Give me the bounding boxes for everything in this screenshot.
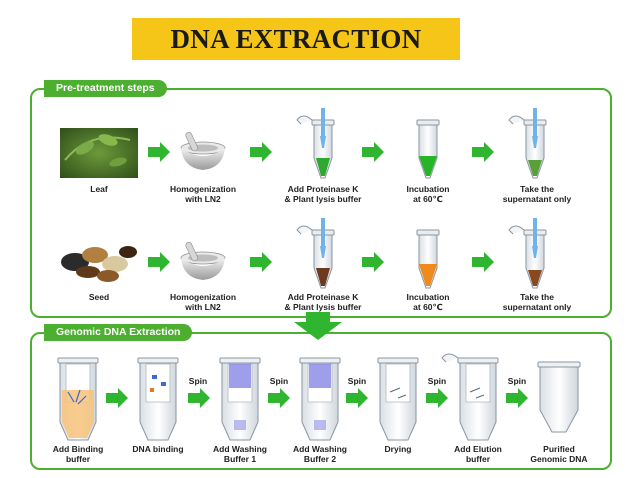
step-label: Take the supernatant only	[502, 184, 572, 204]
leaf-image	[60, 128, 138, 178]
step-label: Drying	[384, 444, 412, 454]
mortar-icon	[180, 240, 226, 281]
tube-incubation-seed-icon	[416, 229, 440, 289]
spin-label: Spin	[188, 376, 208, 386]
step-label: Add Elution buffer	[454, 444, 502, 464]
down-arrow-icon	[294, 312, 342, 340]
tube-purified-dna-icon	[537, 361, 581, 433]
arrow-icon	[362, 252, 384, 272]
tube-supernatant-seed-icon	[508, 218, 547, 289]
step-label: Add Washing Buffer 2	[293, 444, 347, 464]
arrow-icon	[362, 142, 384, 162]
step-label: Add Proteinase K & Plant lysis buffer	[284, 292, 362, 312]
title-banner: DNA EXTRACTION	[132, 18, 460, 60]
tube-supernatant-leaf-icon	[508, 108, 547, 179]
arrow-icon	[188, 388, 210, 408]
arrow-icon	[148, 142, 170, 162]
step-label: Add Binding buffer	[52, 444, 104, 464]
pretreatment-heading: Pre-treatment steps	[44, 80, 167, 97]
step-label: Seed	[88, 292, 110, 302]
arrow-icon	[426, 388, 448, 408]
arrow-icon	[472, 252, 494, 272]
spin-label: Spin	[427, 376, 447, 386]
step-label: Leaf	[90, 184, 108, 194]
tube-proteinase-leaf-icon	[296, 108, 335, 179]
step-label: Add Proteinase K & Plant lysis buffer	[284, 184, 362, 204]
arrow-icon	[148, 252, 170, 272]
column-dna-binding-icon	[137, 357, 179, 441]
tube-incubation-leaf-icon	[416, 119, 440, 179]
mortar-icon	[180, 130, 226, 171]
arrow-icon	[250, 252, 272, 272]
tube-proteinase-seed-icon	[296, 218, 335, 289]
arrow-icon	[106, 388, 128, 408]
arrow-icon	[250, 142, 272, 162]
column-wash1-icon	[219, 357, 261, 441]
step-label: Add Washing Buffer 1	[213, 444, 267, 464]
arrow-icon	[472, 142, 494, 162]
step-label: Incubation at 60℃	[406, 184, 450, 204]
step-label: Incubation at 60℃	[406, 292, 450, 312]
column-binding-buffer-icon	[57, 357, 99, 441]
spin-label: Spin	[507, 376, 527, 386]
column-wash2-icon	[299, 357, 341, 441]
step-label: Purified Genomic DNA	[530, 444, 588, 464]
step-label: Homogenization with LN2	[169, 292, 237, 312]
step-label: DNA binding	[132, 444, 184, 454]
seed-image	[61, 246, 137, 282]
spin-label: Spin	[347, 376, 367, 386]
step-label: Homogenization with LN2	[169, 184, 237, 204]
arrow-icon	[268, 388, 290, 408]
step-label: Take the supernatant only	[502, 292, 572, 312]
column-drying-icon	[377, 357, 419, 441]
arrow-icon	[346, 388, 368, 408]
extraction-heading: Genomic DNA Extraction	[44, 324, 193, 341]
page-title: DNA EXTRACTION	[170, 23, 422, 54]
arrow-icon	[506, 388, 528, 408]
spin-label: Spin	[269, 376, 289, 386]
column-elution-icon	[441, 353, 499, 441]
